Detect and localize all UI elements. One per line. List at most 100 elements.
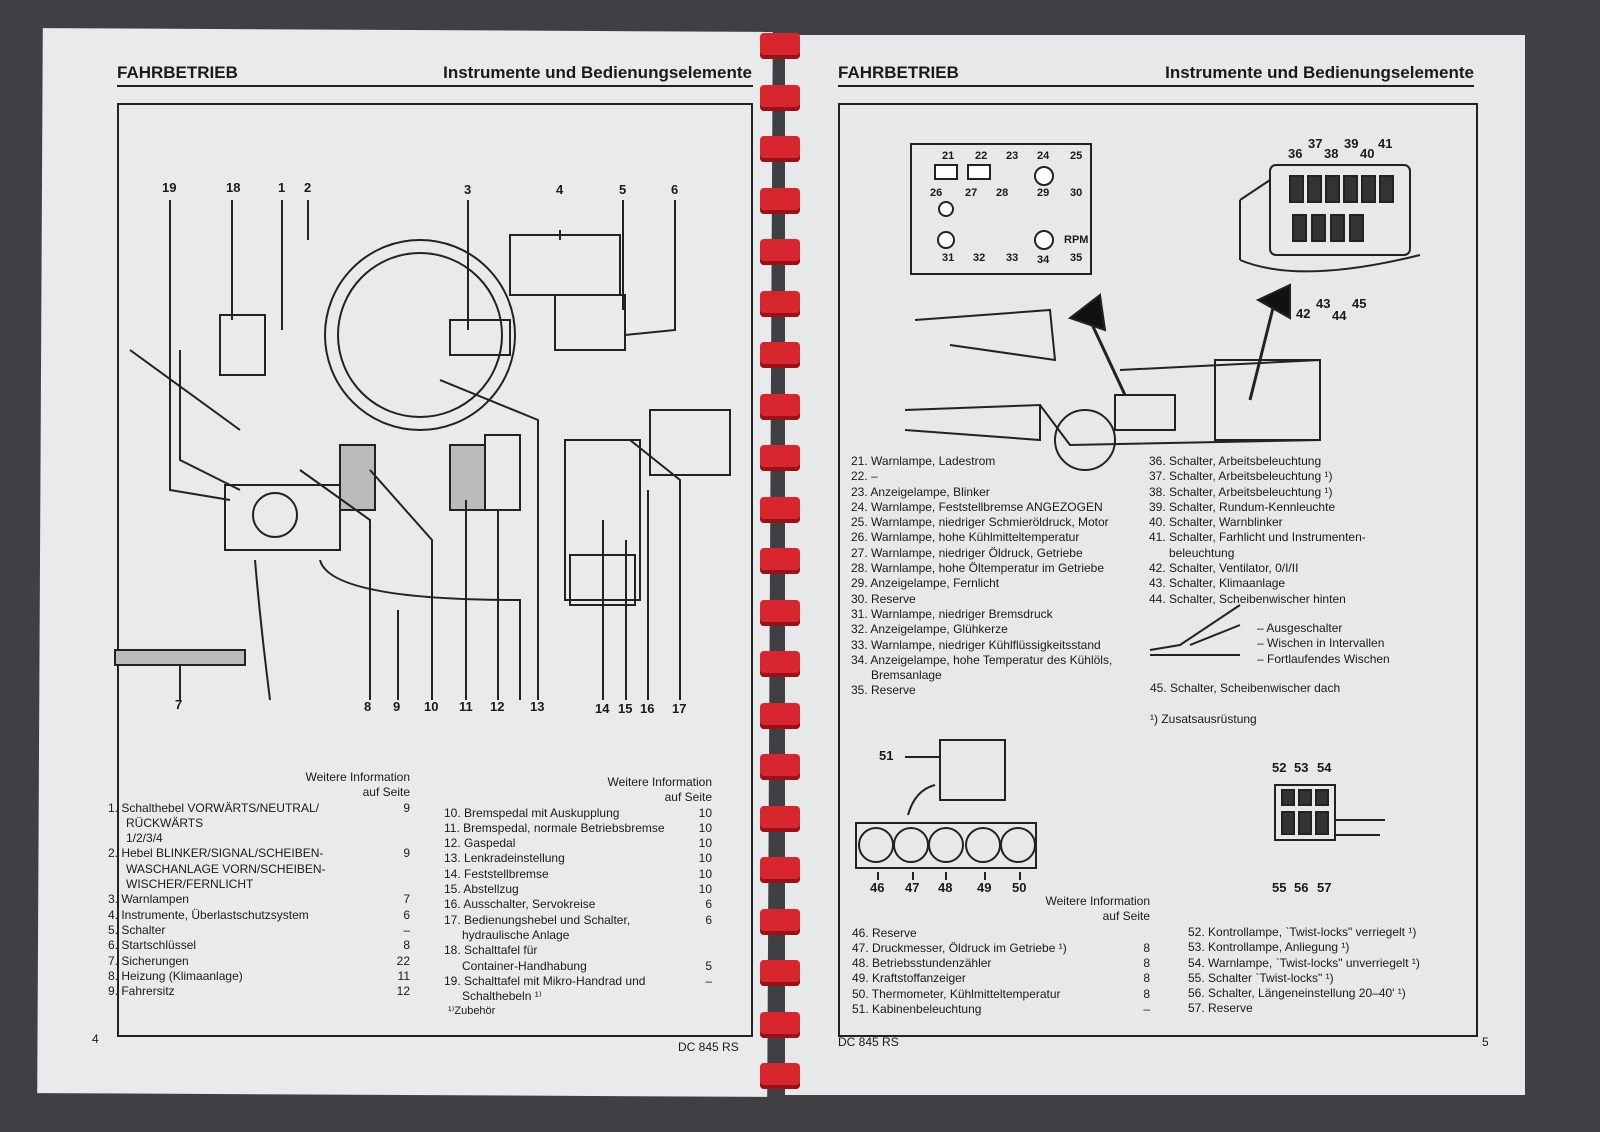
callout-17: 17 bbox=[672, 701, 687, 716]
item-label: 15. Abstellzug bbox=[444, 882, 519, 897]
legend-item: WASCHANLAGE VORN/SCHEIBEN- bbox=[108, 862, 410, 877]
item-page: 10 bbox=[698, 882, 712, 897]
callout-6: 6 bbox=[671, 182, 679, 197]
list-item: 25. Warnlampe, niedriger Schmieröldruck,… bbox=[851, 515, 1109, 530]
callout-1: 1 bbox=[278, 180, 286, 195]
callout: 21 bbox=[942, 150, 955, 162]
item-page: 10 bbox=[698, 836, 712, 851]
column-header-2: auf Seite bbox=[362, 785, 410, 800]
item-page bbox=[672, 989, 712, 1004]
callout: 29 bbox=[1037, 187, 1050, 199]
list-item: 28. Warnlampe, hohe Öltemperatur im Getr… bbox=[851, 561, 1105, 576]
callout-13: 13 bbox=[530, 699, 545, 714]
page-title: Instrumente und Bedienungselemente bbox=[1165, 63, 1474, 82]
callout: 25 bbox=[1070, 150, 1083, 162]
callout: 28 bbox=[996, 187, 1009, 199]
item-page: 10 bbox=[698, 820, 712, 835]
callout: 43 bbox=[1316, 296, 1331, 311]
item-page: 7 bbox=[403, 892, 410, 907]
header-rule bbox=[117, 85, 753, 87]
item-page bbox=[370, 831, 410, 846]
list-item: beleuchtung bbox=[1149, 545, 1235, 560]
item-page: 6 bbox=[705, 897, 712, 912]
item-label: 12. Gaspedal bbox=[444, 836, 516, 851]
list-item: 52. Kontrollampe, `Twist-locks" verriege… bbox=[1188, 925, 1417, 939]
list-item: 38. Schalter, Arbeitsbeleuchtung ¹) bbox=[1149, 484, 1333, 499]
callout-18: 18 bbox=[226, 180, 241, 195]
item-label: 47. Druckmesser, Öldruck im Getriebe ¹) bbox=[852, 940, 1067, 955]
binding-ring bbox=[760, 754, 800, 780]
legend-item: 51. Kabinenbeleuchtung– bbox=[852, 1002, 1150, 1017]
callout-14: 14 bbox=[595, 701, 610, 716]
list-item: 22. – bbox=[851, 469, 878, 484]
binding-ring bbox=[760, 548, 800, 574]
list-item: 53. Kontrollampe, Anliegung ¹) bbox=[1188, 940, 1350, 955]
item-page: 10 bbox=[698, 851, 712, 866]
item-page: – bbox=[705, 973, 712, 988]
item-label: RÜCKWÄRTS bbox=[126, 815, 204, 830]
callout-3: 3 bbox=[464, 182, 472, 197]
item-label: 7. Sicherungen bbox=[108, 953, 189, 968]
binding-ring bbox=[760, 805, 800, 832]
list-item: 44. Schalter, Scheibenwischer hinten bbox=[1149, 591, 1346, 606]
list-item: 39. Schalter, Rundum-Kennleuchte bbox=[1149, 499, 1336, 514]
callout: 31 bbox=[942, 252, 955, 264]
item-page: 11 bbox=[397, 968, 410, 983]
item-label: 3. Warnlampen bbox=[108, 892, 189, 907]
item-label: 4. Instrumente, Überlastschutzsystem bbox=[108, 907, 309, 922]
binding-ring bbox=[760, 84, 800, 111]
callout: 50 bbox=[1012, 880, 1027, 895]
item-label: 1. Schalthebel VORWÄRTS/NEUTRAL/ bbox=[108, 800, 319, 815]
callout-10: 10 bbox=[424, 699, 439, 714]
callout: 55 bbox=[1272, 880, 1287, 895]
callout-2: 2 bbox=[304, 180, 312, 195]
callout-16: 16 bbox=[640, 701, 655, 716]
item-page: 22 bbox=[396, 953, 410, 968]
callout: 22 bbox=[975, 150, 988, 162]
callout: 34 bbox=[1037, 254, 1050, 266]
wiper-modes: – Ausgeschalter– Wischen in Intervallen–… bbox=[1257, 621, 1390, 667]
binding-ring bbox=[760, 702, 800, 729]
callout-7: 7 bbox=[175, 697, 183, 712]
callout: 30 bbox=[1070, 187, 1083, 199]
item-45: 45. Schalter, Scheibenwischer dach bbox=[1150, 681, 1341, 695]
binding-ring bbox=[760, 239, 800, 265]
legend-item: 1. Schalthebel VORWÄRTS/NEUTRAL/9 bbox=[108, 801, 410, 816]
item-label: 9. Fahrersitz bbox=[108, 984, 175, 999]
item-page bbox=[672, 928, 712, 943]
callout: 46 bbox=[870, 880, 885, 895]
item-label: 48. Betriebsstundenzähler bbox=[852, 956, 992, 971]
item-page bbox=[370, 877, 410, 892]
callout-11: 11 bbox=[459, 699, 473, 714]
item-label: 11. Bremspedal, normale Betriebsbremse bbox=[444, 820, 665, 835]
list-item: 56. Schalter, Längeneinstellung 20–40' ¹… bbox=[1188, 986, 1406, 1001]
item-page: 8 bbox=[1143, 986, 1150, 1001]
item-label: 50. Thermometer, Kühlmitteltemperatur bbox=[852, 986, 1061, 1001]
callout: 37 bbox=[1308, 136, 1323, 151]
item-page bbox=[1110, 926, 1150, 941]
callout: 41 bbox=[1378, 136, 1393, 151]
callout-9: 9 bbox=[393, 699, 401, 714]
list-item: 24. Warnlampe, Feststellbremse ANGEZOGEN bbox=[851, 499, 1103, 514]
item-page: 9 bbox=[403, 846, 410, 861]
model-name: DC 845 RS bbox=[838, 1035, 899, 1049]
item-page: 6 bbox=[705, 912, 712, 927]
callout: 26 bbox=[930, 187, 943, 199]
item-label: 16. Ausschalter, Servokreise bbox=[444, 897, 596, 912]
binding-ring bbox=[760, 393, 800, 420]
callout: 24 bbox=[1037, 150, 1050, 162]
binding-ring bbox=[760, 290, 800, 317]
item-page bbox=[672, 943, 712, 958]
callout: 56 bbox=[1294, 880, 1309, 895]
item-label: WASCHANLAGE VORN/SCHEIBEN- bbox=[126, 861, 326, 876]
binding-ring bbox=[760, 1063, 800, 1089]
list-item: 23. Anzeigelampe, Blinker bbox=[851, 484, 990, 499]
legend-item: RÜCKWÄRTS bbox=[108, 816, 410, 831]
binding-ring bbox=[760, 136, 800, 162]
list-item: 27. Warnlampe, niedriger Öldruck, Getrie… bbox=[851, 545, 1083, 560]
callout: 27 bbox=[965, 187, 978, 199]
